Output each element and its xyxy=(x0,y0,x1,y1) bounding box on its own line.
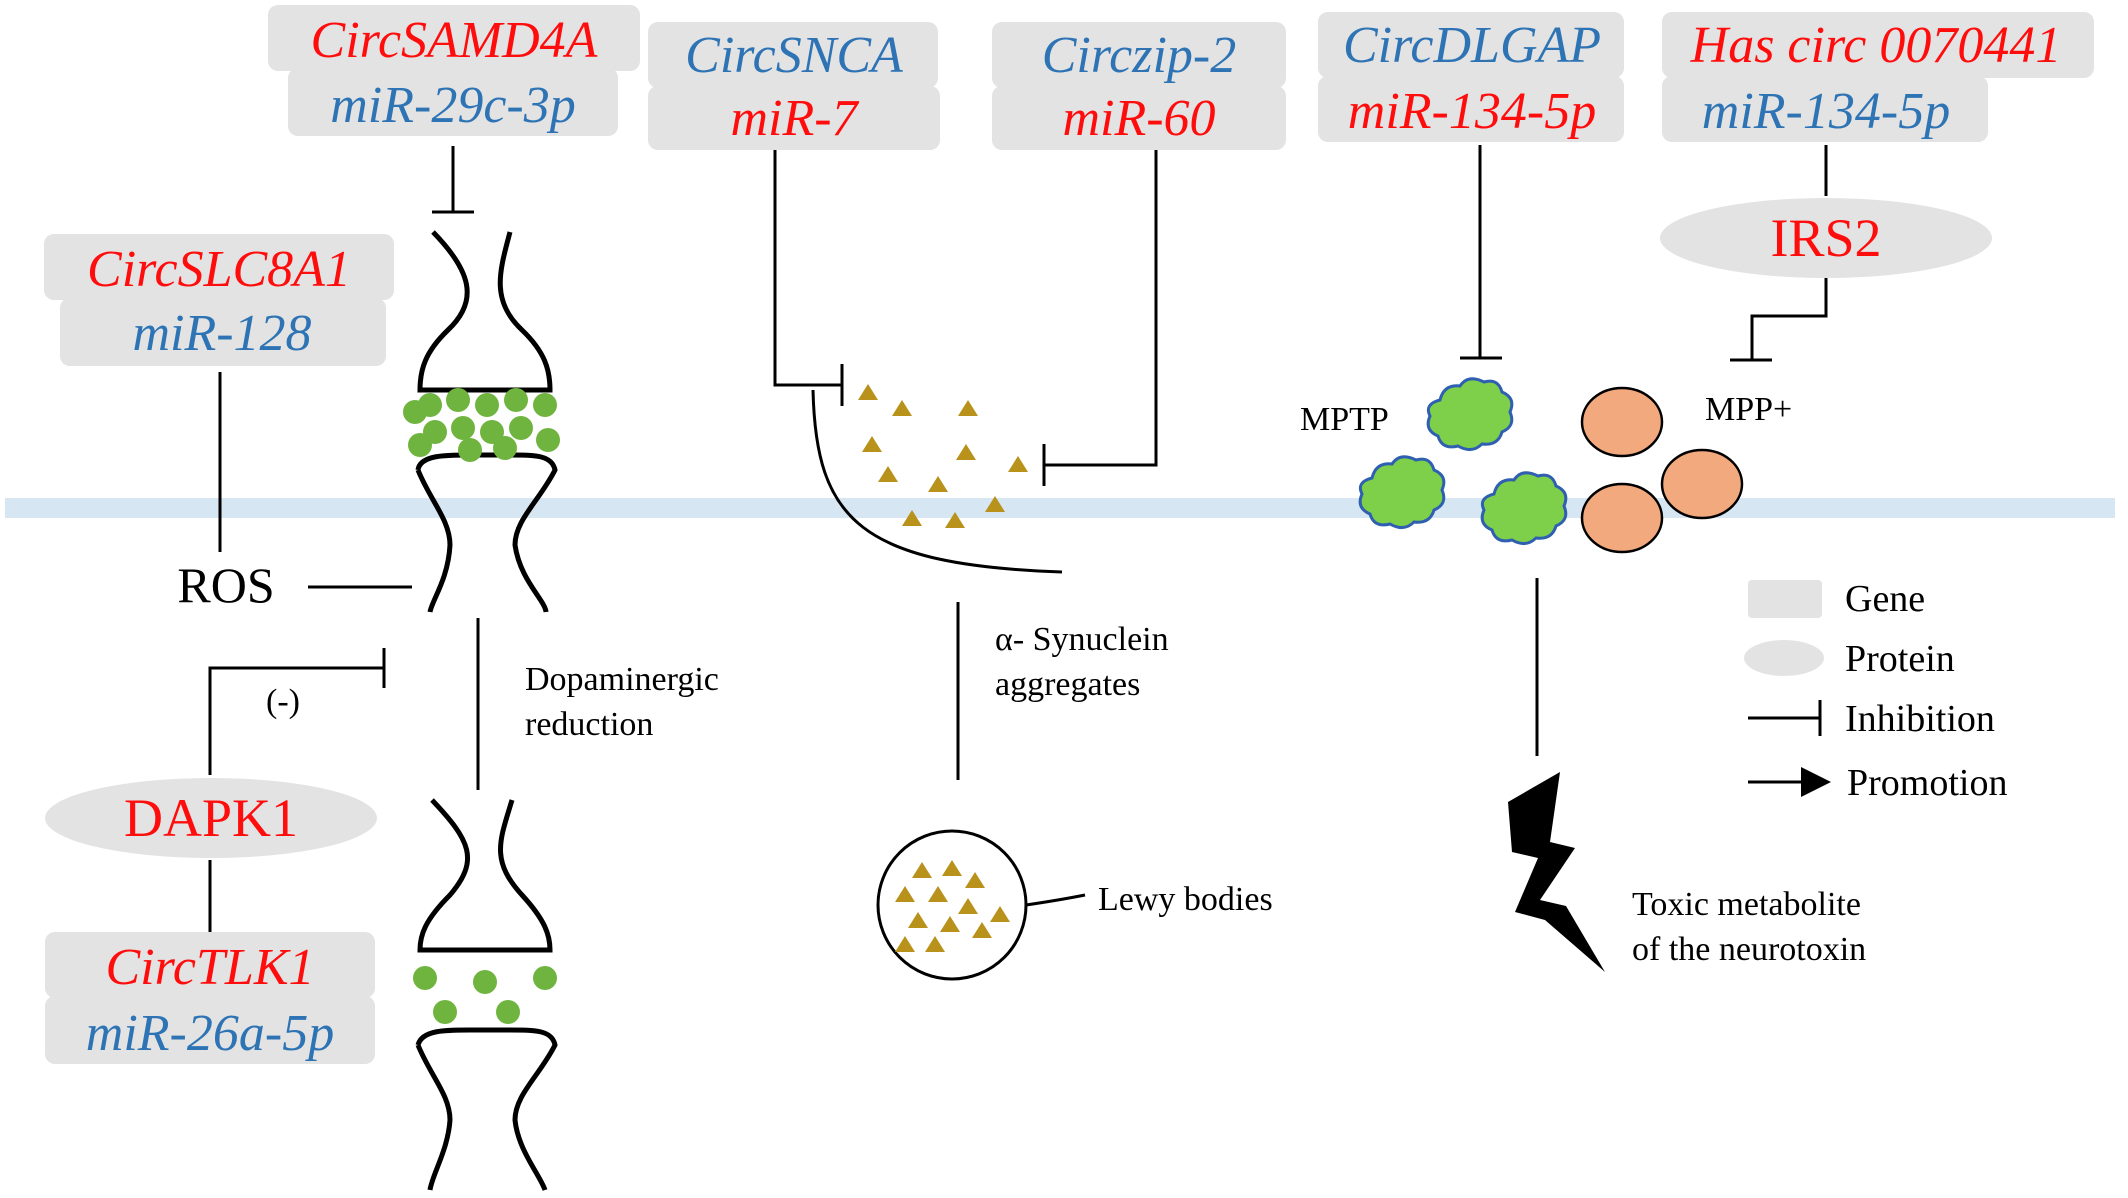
circslc8a1-gene-pair: CircSLC8A1 miR-128 xyxy=(44,234,394,366)
snca-inhibition-line xyxy=(773,150,844,406)
circsamd4a-label: CircSAMD4A xyxy=(311,12,598,69)
circslc8a1-label: CircSLC8A1 xyxy=(87,241,351,298)
dapk1-inhibition-line xyxy=(208,648,386,775)
synuclein-label-1: α- Synuclein xyxy=(995,621,1169,658)
samd4a-inhibition-line xyxy=(432,146,474,214)
hascirc-gene-pair: Has circ 0070441 miR-134-5p xyxy=(1662,12,2094,142)
hascirc-label: Has circ 0070441 xyxy=(1690,17,2062,74)
mir-128-label: miR-128 xyxy=(132,305,311,362)
mptp-label: MPTP xyxy=(1300,401,1389,438)
neuron-membrane-curve xyxy=(811,389,1063,574)
legend-inhibition-label: Inhibition xyxy=(1845,698,1995,740)
dopamine-vesicles-lower xyxy=(413,966,557,1024)
dapk1-protein xyxy=(45,778,377,858)
circtlk1-gene-pair: CircTLK1 miR-26a-5p xyxy=(45,932,375,1064)
irs2-protein xyxy=(1660,198,1992,278)
mir-134-5p-dlgap-label: miR-134-5p xyxy=(1348,83,1596,140)
lewy-bodies-label: Lewy bodies xyxy=(1098,881,1273,918)
lewy-body-aggregates xyxy=(895,860,1010,952)
legend-protein-swatch xyxy=(1744,640,1824,676)
mpp-molecules xyxy=(1580,386,1744,554)
circtlk1-label: CircTLK1 xyxy=(105,939,314,996)
mpp-label: MPP+ xyxy=(1705,391,1792,428)
ros-label: ROS xyxy=(177,557,274,613)
mir-134-5p-has-label: miR-134-5p xyxy=(1702,83,1950,140)
circsnca-gene-pair: CircSNCA miR-7 xyxy=(648,22,940,150)
circzip2-gene-pair: Circzip-2 miR-60 xyxy=(992,22,1286,150)
dopaminergic-label-2: reduction xyxy=(525,706,653,743)
dapk1-label: DAPK1 xyxy=(124,788,298,848)
circsnca-label: CircSNCA xyxy=(685,27,903,84)
toxic-label-2: of the neurotoxin xyxy=(1632,931,1866,968)
synuclein-aggregates xyxy=(858,384,1028,528)
synuclein-label-2: aggregates xyxy=(995,666,1140,703)
legend-protein-label: Protein xyxy=(1845,638,1955,680)
legend-gene-swatch xyxy=(1748,580,1822,618)
irs2-label: IRS2 xyxy=(1770,208,1881,268)
circsamd4a-gene-pair: CircSAMD4A miR-29c-3p xyxy=(268,5,640,136)
irs2-inhibition-line xyxy=(1730,278,1828,362)
toxic-label-1: Toxic metabolite xyxy=(1632,886,1861,923)
zip2-inhibition-line xyxy=(1042,150,1158,486)
toxicity-bolt-icon xyxy=(1508,772,1605,972)
negative-sign-label: (-) xyxy=(266,683,300,720)
mir-26a-5p-label: miR-26a-5p xyxy=(86,1005,334,1062)
lewy-body xyxy=(876,829,1028,981)
mptp-molecules xyxy=(1358,377,1568,545)
circzip2-label: Circzip-2 xyxy=(1042,27,1237,84)
mir-60-label: miR-60 xyxy=(1062,90,1215,147)
dopamine-vesicles-upper xyxy=(403,388,560,462)
dlgap-inhibition-line xyxy=(1460,145,1502,360)
presynaptic-terminal-lower xyxy=(415,798,558,1191)
circdlgap-label: CircDLGAP xyxy=(1343,17,1601,74)
mir-7-label: miR-7 xyxy=(730,90,859,147)
presynaptic-terminal-upper xyxy=(415,230,558,613)
cell-membrane xyxy=(5,498,2115,518)
mir-29c-3p-label: miR-29c-3p xyxy=(330,77,575,134)
lewy-label-pointer xyxy=(1025,893,1086,907)
legend: Gene Protein Inhibition Promotion xyxy=(1744,578,2007,804)
circdlgap-gene-pair: CircDLGAP miR-134-5p xyxy=(1318,12,1624,142)
legend-inhibition-symbol xyxy=(1748,700,1822,736)
legend-gene-label: Gene xyxy=(1845,578,1925,620)
legend-promotion-label: Promotion xyxy=(1847,762,2007,804)
dopaminergic-label-1: Dopaminergic xyxy=(525,661,719,698)
